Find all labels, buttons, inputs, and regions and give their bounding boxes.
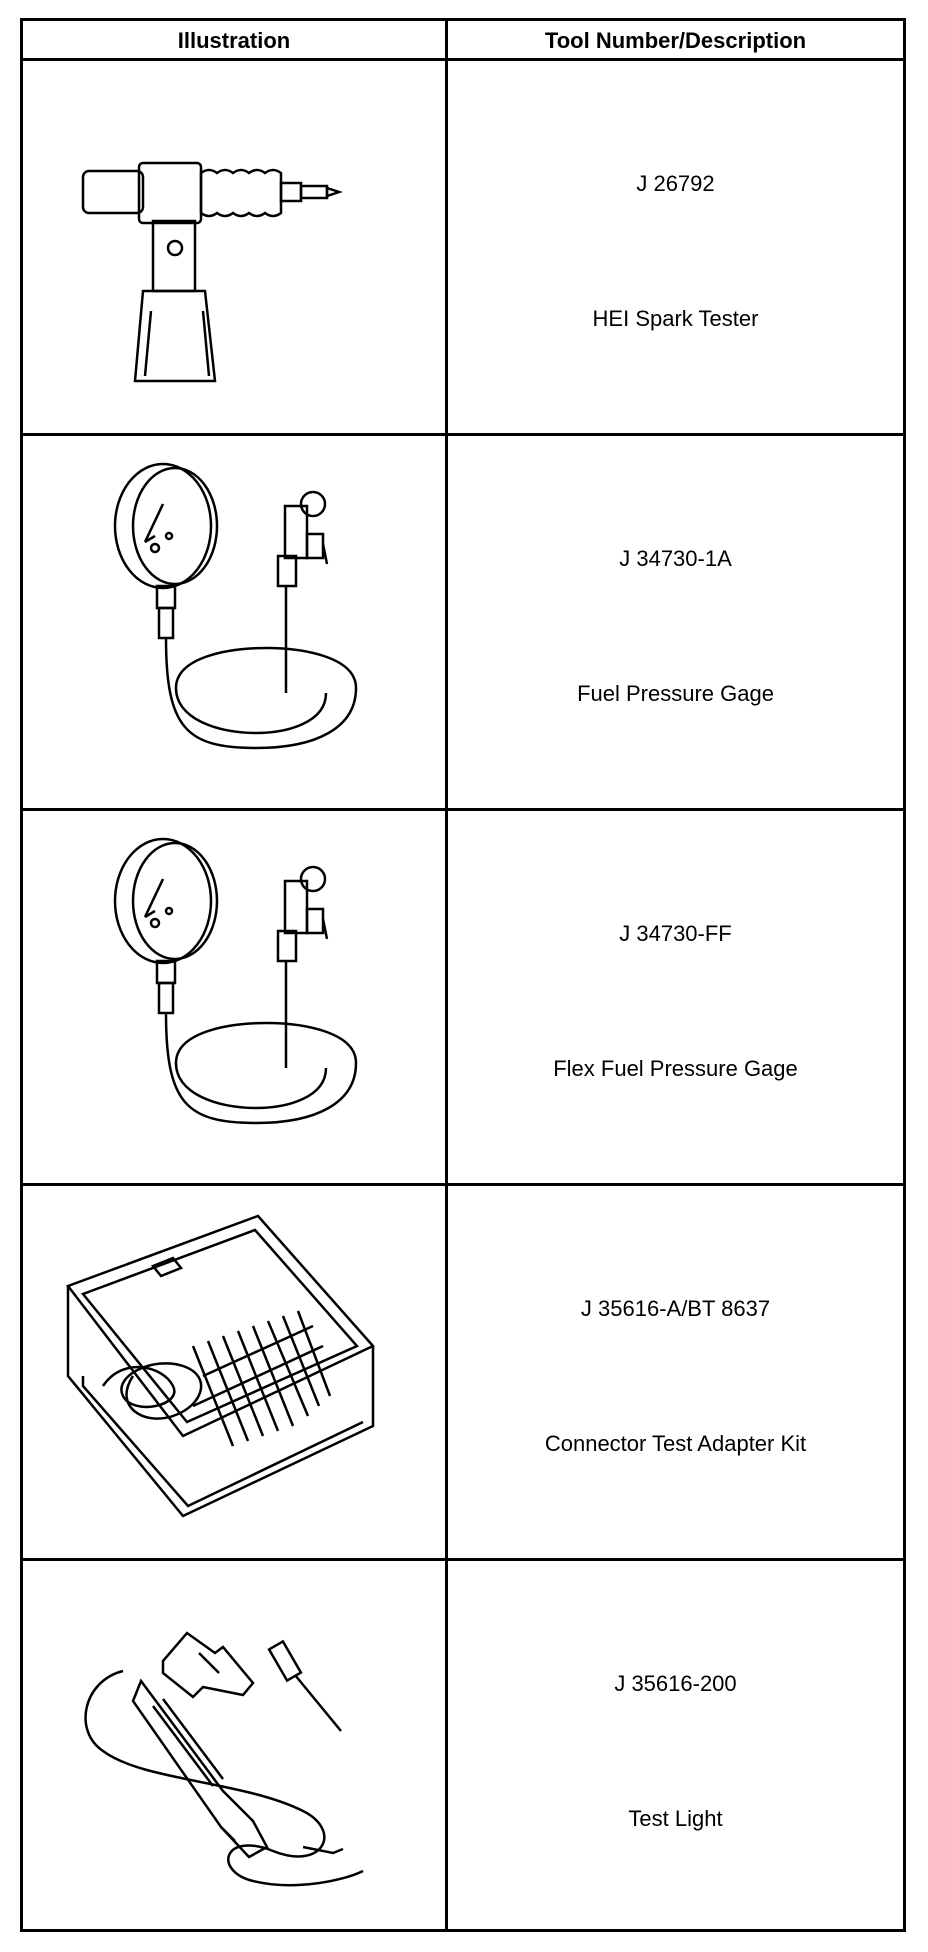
tools-table: Illustration Tool Number/Description J 2… [20,18,906,1932]
tool-description: Connector Test Adapter Kit [544,1431,807,1456]
description-cell: J 35616-200 Test Light [448,1561,903,1929]
fuel-pressure-gage-icon [113,462,358,750]
tool-description: Fuel Pressure Gage [577,681,774,706]
table-row: J 34730-1A Fuel Pressure Gage [23,436,903,811]
connector-test-adapter-kit-icon [65,1214,376,1518]
tool-number: J 34730-FF [619,921,732,946]
hei-spark-tester-icon [81,161,343,383]
table-row: J 35616-200 Test Light [23,1561,903,1929]
tool-number: J 35616-A/BT 8637 [580,1296,771,1321]
description-cell: J 34730-FF Flex Fuel Pressure Gage [448,811,903,1183]
table-row: J 34730-FF Flex Fuel Pressure Gage [23,811,903,1186]
header-description: Tool Number/Description [544,28,807,53]
table-row: J 26792 HEI Spark Tester [23,61,903,436]
tool-description: HEI Spark Tester [592,306,759,331]
tool-number: J 34730-1A [619,546,732,571]
header-illustration: Illustration [177,28,291,53]
illustration-cell [23,1561,445,1929]
illustration-cell [23,436,445,808]
table-header: Illustration Tool Number/Description [23,21,903,61]
column-divider [445,21,448,1929]
tool-description: Flex Fuel Pressure Gage [553,1056,798,1081]
description-cell: J 35616-A/BT 8637 Connector Test Adapter… [448,1186,903,1558]
table-row: J 35616-A/BT 8637 Connector Test Adapter… [23,1186,903,1561]
illustration-cell [23,1186,445,1558]
description-cell: J 34730-1A Fuel Pressure Gage [448,436,903,808]
tool-number: J 35616-200 [614,1671,737,1696]
tool-number: J 26792 [636,171,715,196]
flex-fuel-pressure-gage-icon [113,837,358,1125]
illustration-cell [23,61,445,433]
tool-description: Test Light [628,1806,723,1831]
illustration-cell [23,811,445,1183]
description-cell: J 26792 HEI Spark Tester [448,61,903,433]
test-light-icon [84,1631,364,1887]
